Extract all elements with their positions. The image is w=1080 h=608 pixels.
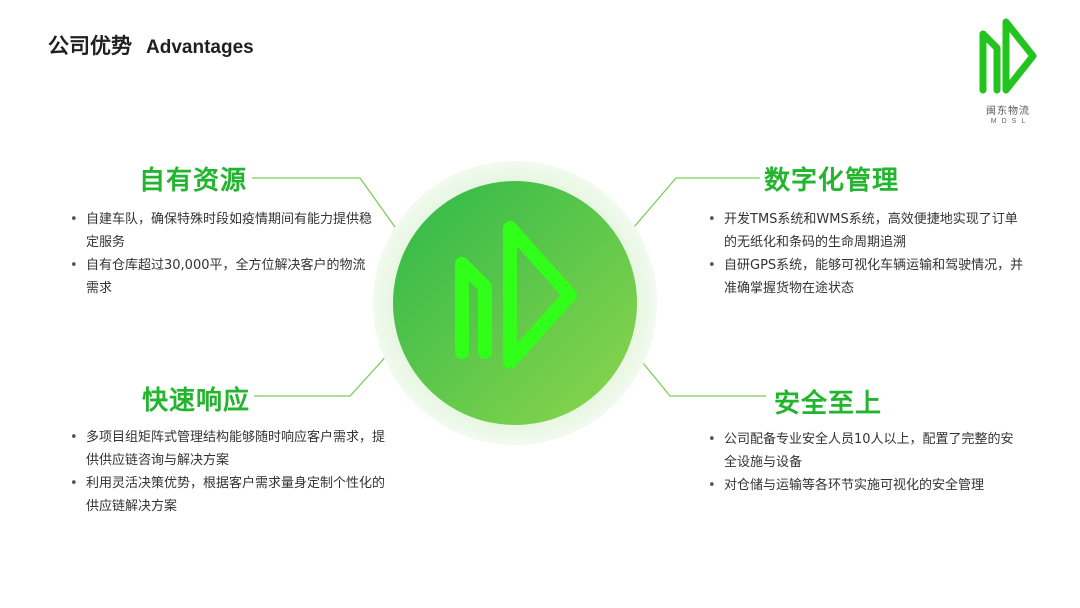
- connector-digital: [615, 177, 760, 249]
- fast-response-list: 多项目组矩阵式管理结构能够随时响应客户需求，提供供应链咨询与解决方案 利用灵活决…: [68, 426, 388, 518]
- connector-resources: [252, 177, 411, 249]
- logo-name-cn: 闽东物流: [986, 106, 1030, 117]
- list-item: 开发TMS系统和WMS系统，高效便捷地实现了订单的无纸化和条码的生命周期追溯: [706, 208, 1026, 254]
- title-cn: 公司优势: [48, 34, 132, 58]
- list-item: 自建车队，确保特殊时段如疫情期间有能力提供稳定服务: [68, 208, 378, 254]
- md-emblem-icon: [455, 221, 577, 369]
- section-title-fast-response: 快速响应: [142, 386, 251, 416]
- list-item: 公司配备专业安全人员10人以上，配置了完整的安全设施与设备: [706, 428, 1026, 474]
- list-item: 多项目组矩阵式管理结构能够随时响应客户需求，提供供应链咨询与解决方案: [68, 426, 388, 472]
- md-logo-icon: [979, 18, 1037, 94]
- section-title-safety: 安全至上: [774, 389, 883, 419]
- digital-list: 开发TMS系统和WMS系统，高效便捷地实现了订单的无纸化和条码的生命周期追溯 自…: [706, 208, 1026, 300]
- list-item: 自有仓库超过30,000平，全方位解决客户的物流需求: [68, 254, 378, 300]
- list-item: 自研GPS系统，能够可视化车辆运输和驾驶情况，并准确掌握货物在途状态: [706, 254, 1026, 300]
- logo-name-en: MDSL: [990, 118, 1031, 125]
- safety-list: 公司配备专业安全人员10人以上，配置了完整的安全设施与设备 对仓储与运输等各环节…: [706, 428, 1026, 497]
- title-en: Advantages: [146, 37, 254, 58]
- resources-list: 自建车队，确保特殊时段如疫情期间有能力提供稳定服务 自有仓库超过30,000平，…: [68, 208, 378, 300]
- company-logo: 闽东物流 MDSL: [968, 14, 1048, 129]
- page-title: 公司优势 Advantages: [48, 30, 254, 60]
- center-emblem: [372, 160, 658, 446]
- list-item: 对仓储与运输等各环节实施可视化的安全管理: [706, 474, 1026, 497]
- list-item: 利用灵活决策优势，根据客户需求量身定制个性化的供应链解决方案: [68, 472, 388, 518]
- section-title-digital: 数字化管理: [764, 166, 900, 196]
- section-title-resources: 自有资源: [139, 166, 248, 196]
